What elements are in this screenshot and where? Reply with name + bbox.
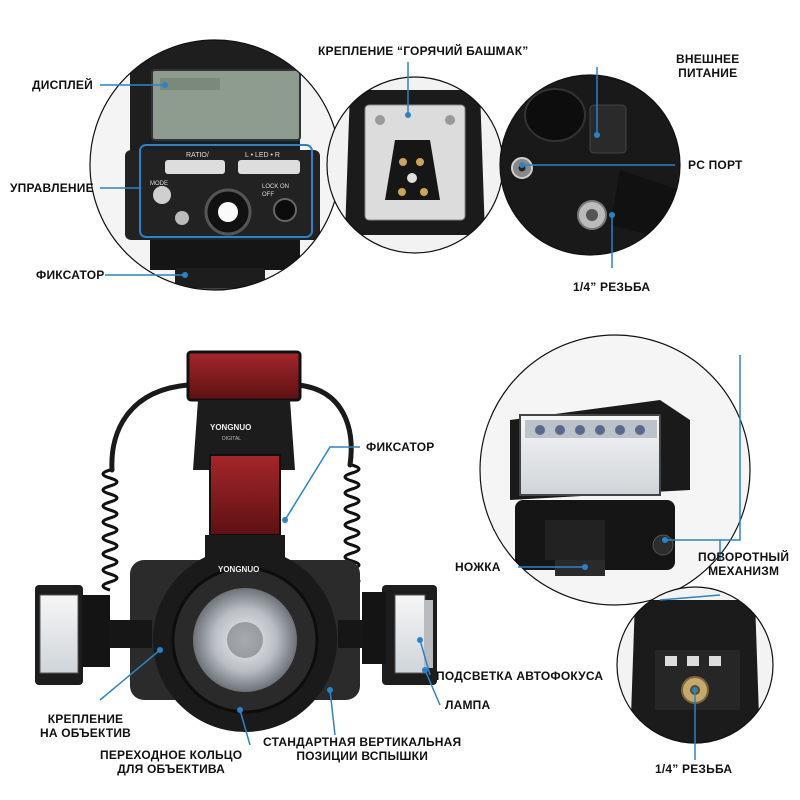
- mode-button-graphic: [153, 186, 171, 204]
- label-lens-mount: КРЕПЛЕНИЕ НА ОБЪЕКТИВ: [40, 712, 131, 740]
- label-rotation-line2: МЕХАНИЗМ: [708, 564, 780, 578]
- twin-macro-flash: [35, 350, 437, 732]
- device-brand-top: YONGNUO: [210, 423, 251, 432]
- label-ext-power-line2: ПИТАНИЕ: [678, 66, 738, 80]
- right-flash-head: [362, 585, 437, 685]
- thread-closeup: [616, 586, 774, 744]
- label-leg: НОЖКА: [455, 560, 501, 574]
- label-rotation: ПОВОРОТНЫЙ МЕХАНИЗМ: [698, 550, 789, 578]
- device-mark-mode: MODE: [150, 181, 168, 187]
- label-adapter-ring-line2: ДЛЯ ОБЪЕКТИВА: [117, 762, 226, 776]
- label-lock-top: ФИКСАТОР: [36, 268, 105, 282]
- label-lens-mount-line1: КРЕПЛЕНИЕ: [47, 712, 124, 726]
- top-flash-window: [186, 350, 302, 402]
- label-thread-top: 1/4” РЕЗЬБА: [573, 280, 651, 294]
- label-thread-bottom: 1/4” РЕЗЬБА: [655, 762, 733, 776]
- leader-lines: [99, 62, 741, 760]
- device-mark-lock-on: LOCK ON: [262, 184, 289, 190]
- label-std-positions-line1: СТАНДАРТНАЯ ВЕРТИКАЛЬНАЯ: [263, 735, 462, 749]
- label-lens-mount-line2: НА ОБЪЕКТИВ: [40, 726, 132, 740]
- device-mark-off: OFF: [262, 192, 274, 198]
- device-mark-ratio: RATIO/: [186, 152, 209, 159]
- hot-shoe-closeup: [326, 76, 504, 254]
- flash-leg: [555, 560, 605, 576]
- device-mark-led: L • LED • R: [245, 152, 280, 159]
- flash-head-closeup: [479, 334, 751, 606]
- label-pc-port: PC ПОРТ: [688, 158, 743, 172]
- label-rotation-line1: ПОВОРОТНЫЙ: [698, 550, 790, 564]
- label-std-positions-line2: ПОЗИЦИИ ВСПЫШКИ: [296, 749, 429, 763]
- label-std-positions: СТАНДАРТНАЯ ВЕРТИКАЛЬНАЯ ПОЗИЦИИ ВСПЫШКИ: [263, 735, 461, 763]
- device-brand-sub: DIGITAL: [222, 436, 241, 442]
- label-ext-power: ВНЕШНЕЕ ПИТАНИЕ: [676, 52, 739, 80]
- label-lamp: ЛАМПА: [445, 698, 491, 712]
- label-display: ДИСПЛЕЙ: [32, 78, 93, 92]
- device-brand-ring: YONGNUO: [218, 565, 259, 574]
- external-power-socket: [589, 104, 627, 154]
- label-hot-shoe: КРЕПЛЕНИЕ “ГОРЯЧИЙ БАШМАК”: [318, 44, 529, 58]
- label-controls: УПРАВЛЕНИЕ: [10, 181, 94, 195]
- controls-closeup: [89, 39, 341, 291]
- label-ext-power-line1: ВНЕШНЕЕ: [676, 52, 740, 66]
- label-adapter-ring-line1: ПЕРЕХОДНОЕ КОЛЬЦО: [100, 748, 243, 762]
- left-flash-head: [35, 585, 110, 685]
- leader-dots: [157, 82, 698, 713]
- label-adapter-ring: ПЕРЕХОДНОЕ КОЛЬЦО ДЛЯ ОБЪЕКТИВА: [100, 748, 242, 776]
- controls-bracket-icon: [139, 144, 313, 238]
- label-af-assist: ПОДСВЕТКА АВТОФОКУСА: [436, 669, 604, 683]
- label-lock-bottom: ФИКСАТОР: [366, 440, 435, 454]
